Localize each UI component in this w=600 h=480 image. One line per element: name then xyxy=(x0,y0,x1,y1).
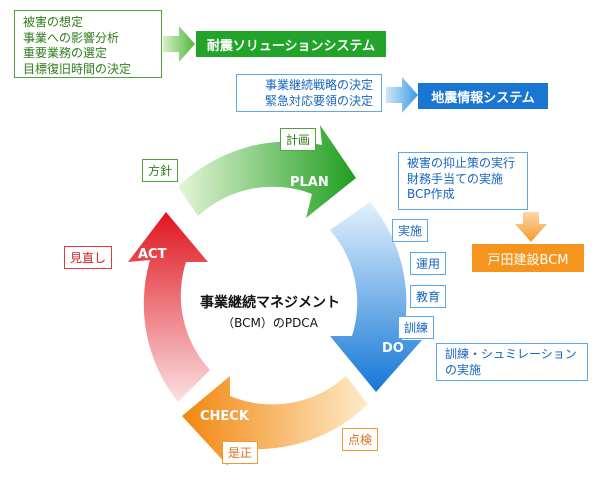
strategy-item: 事業継続戦略の決定 xyxy=(264,78,373,92)
tag-houshin: 方針 xyxy=(142,159,179,182)
training-item: 訓練・シュミレーション xyxy=(445,347,577,361)
arrow-down-orange-icon xyxy=(515,212,547,242)
do-detail-item: BCP作成 xyxy=(407,187,455,202)
check-label: CHECK xyxy=(200,409,250,424)
bcm-subtitle: （BCM）のPDCA xyxy=(222,316,318,330)
analysis-item: 重要業務の選定 xyxy=(23,46,108,61)
seismic-solution-system-banner: 耐震ソリューションシステム xyxy=(196,31,386,57)
analysis-list-box: 被害の想定 事業への影響分析 重要業務の選定 目標復旧時間の決定 xyxy=(14,10,162,78)
training-box: 訓練・シュミレーション の実施 xyxy=(436,343,588,381)
arrow-right-blue-icon xyxy=(386,77,418,113)
arrow-right-green-icon xyxy=(163,26,195,62)
tag-kyouiku: 教育 xyxy=(410,285,447,308)
strategy-list-box: 事業継続戦略の決定 緊急対応要領の決定 xyxy=(236,74,382,112)
tag-jisshi: 実施 xyxy=(392,219,429,242)
do-detail-item: 被害の抑止策の実行 xyxy=(407,156,516,170)
earthquake-info-system-banner: 地震情報システム xyxy=(418,83,548,109)
tag-kunren: 訓練 xyxy=(398,316,435,339)
do-detail-item: 財務手当ての実施 xyxy=(407,171,504,186)
training-item: の実施 xyxy=(445,362,482,377)
plan-arrow xyxy=(178,125,356,218)
analysis-item: 被害の想定 xyxy=(23,15,84,29)
strategy-item: 緊急対応要領の決定 xyxy=(264,93,373,108)
toda-bcm-banner: 戸田建設BCM xyxy=(472,244,584,272)
tag-zesei: 是正 xyxy=(222,441,259,464)
do-arrow xyxy=(330,202,422,392)
tag-unyou: 運用 xyxy=(410,252,447,275)
analysis-item: 事業への影響分析 xyxy=(23,30,120,45)
act-label: ACT xyxy=(138,247,167,262)
analysis-item: 目標復旧時間の決定 xyxy=(23,61,132,76)
plan-label: PLAN xyxy=(290,175,329,190)
act-arrow xyxy=(128,212,210,402)
tag-tenken: 点検 xyxy=(342,428,379,451)
do-detail-box: 被害の抑止策の実行 財務手当ての実施 BCP作成 xyxy=(398,152,528,210)
bcm-title: 事業継続マネジメント xyxy=(200,295,340,311)
tag-plan-keikaku: 計画 xyxy=(280,128,317,151)
do-label: DO xyxy=(382,341,404,356)
tag-minaoshi: 見直し xyxy=(64,246,113,269)
